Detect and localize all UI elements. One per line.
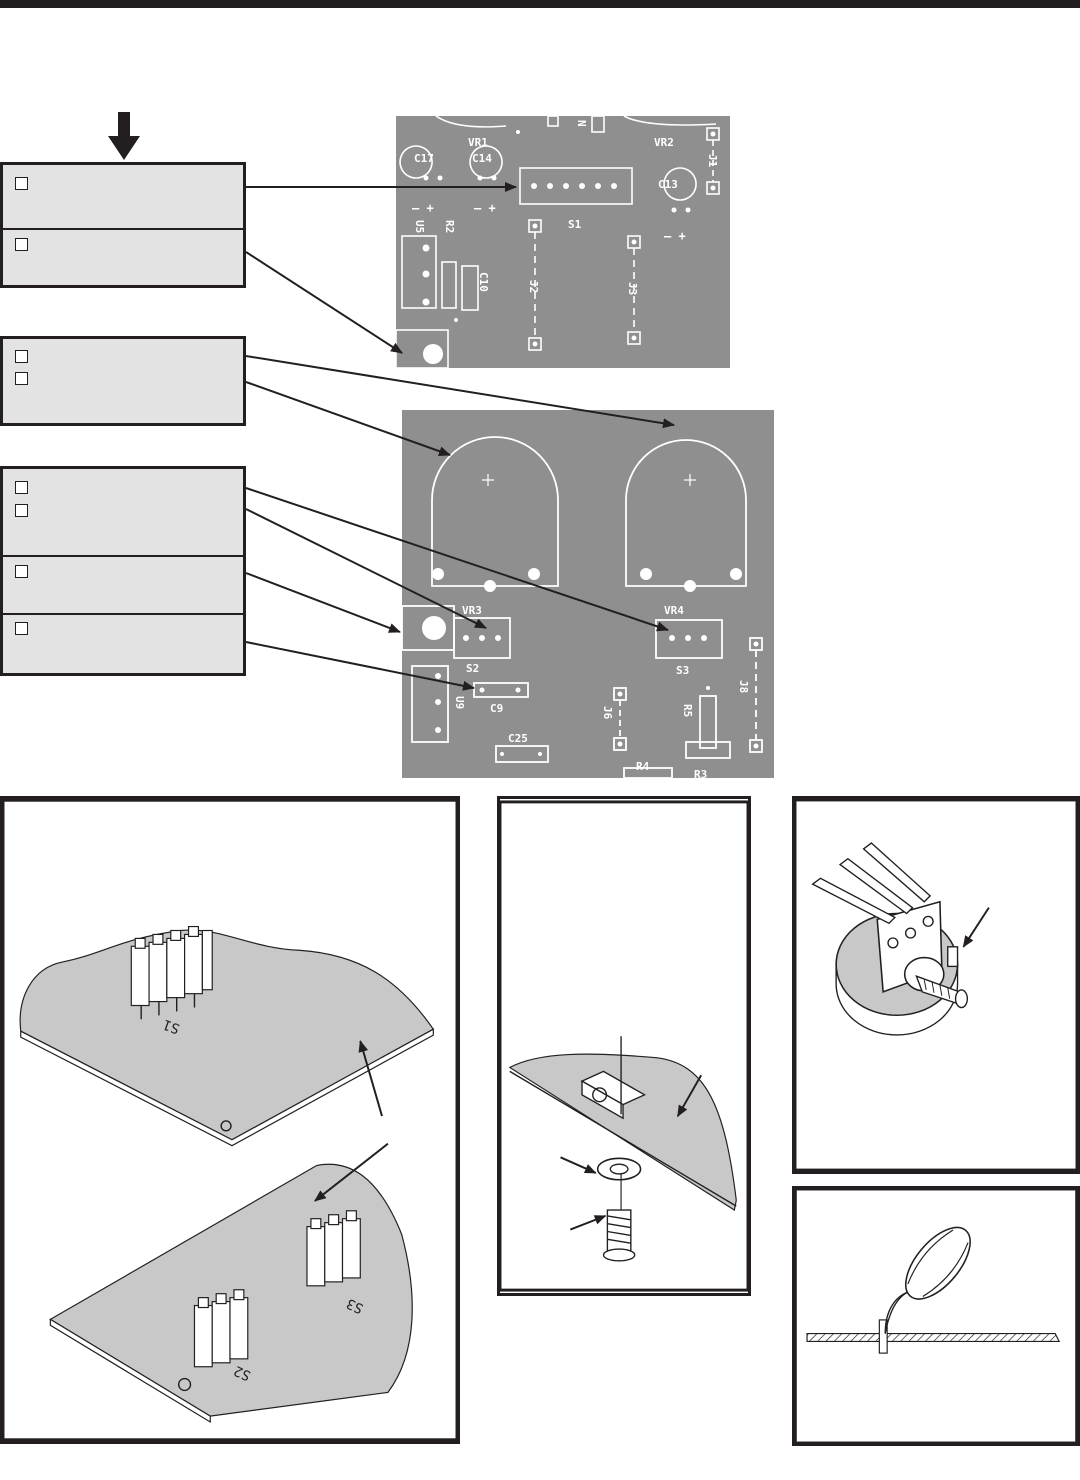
step-row xyxy=(3,555,243,613)
step-checkbox[interactable] xyxy=(15,238,28,251)
figure-header-install: S1 S2 S3 xyxy=(0,796,460,1444)
step-row xyxy=(3,613,243,673)
step-box-group-2 xyxy=(0,336,246,426)
board-label: C25 xyxy=(508,732,528,745)
board-label: VR3 xyxy=(462,604,482,617)
svg-text:– +: – + xyxy=(412,201,434,215)
board-label: J6 xyxy=(601,706,614,720)
step-row xyxy=(3,339,243,423)
board-label: N xyxy=(575,120,588,127)
board-label: C9 xyxy=(490,702,503,715)
board-label: VR1 xyxy=(468,136,488,149)
board-label: R3 xyxy=(694,768,707,778)
header-silkscreen: S3 xyxy=(344,1295,366,1317)
svg-text:– +: – + xyxy=(664,229,686,243)
figure-bracket-mount xyxy=(497,796,751,1296)
step-checkbox[interactable] xyxy=(15,504,28,517)
pcb-photo-lower: VR3 VR4 S2 S3 U9 C9 J8 R5 J6 C25 R4 R3 xyxy=(402,410,774,778)
svg-text:– +: – + xyxy=(474,201,496,215)
step-row xyxy=(3,165,243,228)
board-label: S2 xyxy=(466,662,479,675)
board-label: C14 xyxy=(472,152,492,165)
board-label: VR2 xyxy=(654,136,674,149)
board-label: J8 xyxy=(737,680,750,693)
board-label: R2 xyxy=(443,220,456,233)
board-label: S3 xyxy=(676,664,689,677)
step-checkbox[interactable] xyxy=(15,481,28,494)
board-label: S1 xyxy=(568,218,582,231)
step-checkbox[interactable] xyxy=(15,350,28,363)
step-checkbox[interactable] xyxy=(15,565,28,578)
board-label: R5 xyxy=(681,704,694,717)
figure-soldering xyxy=(792,1186,1080,1446)
board-label: R4 xyxy=(636,760,650,773)
step-row xyxy=(3,469,243,555)
figure-potentiometer xyxy=(792,796,1080,1174)
step-row xyxy=(3,228,243,285)
step-checkbox[interactable] xyxy=(15,372,28,385)
board-label: VR4 xyxy=(664,604,684,617)
board-label: C10 xyxy=(477,272,490,292)
header-silkscreen: S1 xyxy=(161,1016,182,1037)
step-checkbox[interactable] xyxy=(15,622,28,635)
board-label: U5 xyxy=(413,220,426,233)
top-rule xyxy=(0,0,1080,8)
board-label: J2 xyxy=(527,280,540,293)
step-box-group-3 xyxy=(0,466,246,676)
step-checkbox[interactable] xyxy=(15,177,28,190)
board-label: J3 xyxy=(626,282,639,295)
board-label: J1 xyxy=(706,154,719,168)
header-silkscreen: S2 xyxy=(232,1362,254,1384)
down-arrow-icon xyxy=(108,112,140,160)
board-label: C13 xyxy=(658,178,678,191)
board-label: C17 xyxy=(414,152,434,165)
pcb-photo-upper: C17 VR1 C14 VR2 C13 S1 J1 U5 R2 C10 J2 J… xyxy=(396,116,730,368)
board-label: U9 xyxy=(453,696,466,709)
step-box-group-1 xyxy=(0,162,246,288)
